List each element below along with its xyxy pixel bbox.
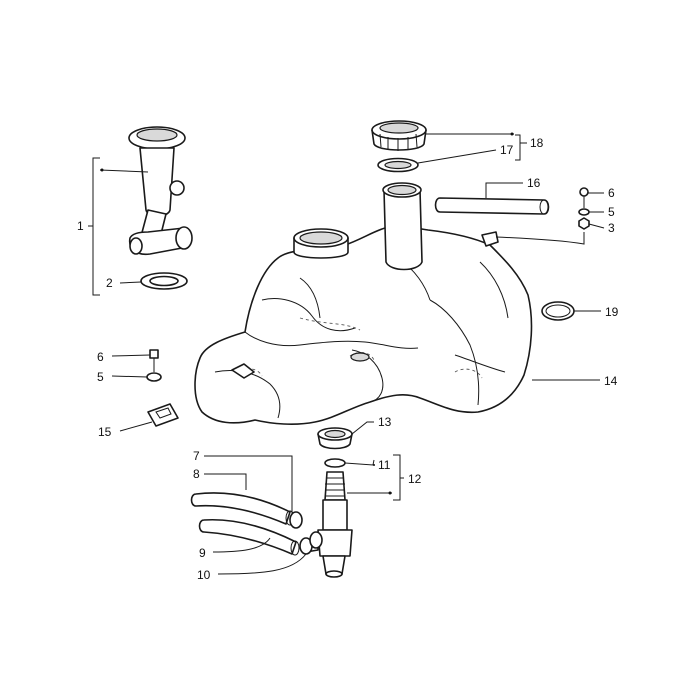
callout-8: 8 (193, 467, 200, 481)
fuel-gauge-sender (128, 126, 193, 256)
hose-clamp-large (541, 301, 575, 321)
callout-1: 1 (77, 219, 84, 233)
callout-9: 9 (199, 546, 206, 560)
callout-3: 3 (608, 221, 615, 235)
callout-12: 12 (408, 472, 422, 486)
fuel-tank (194, 182, 533, 425)
callout-5-left: 5 (97, 370, 104, 384)
fuel-hose-lower (198, 518, 300, 556)
callout-10: 10 (197, 568, 211, 582)
gauge-gasket (140, 272, 188, 290)
callout-7: 7 (193, 449, 200, 463)
callout-16: 16 (527, 176, 541, 190)
cap-seal (377, 157, 419, 173)
hose-clip-upper (289, 511, 303, 529)
callout-18: 18 (530, 136, 544, 150)
callout-5-right: 5 (608, 205, 615, 219)
tank-cap (371, 120, 427, 151)
callout-6-right: 6 (608, 186, 615, 200)
callout-labels: 1 2 18 17 16 6 5 3 19 14 6 5 15 13 11 12… (77, 136, 619, 582)
leader-lines (88, 132, 605, 575)
o-ring (324, 458, 346, 468)
callout-2: 2 (106, 276, 113, 290)
callout-13: 13 (378, 415, 392, 429)
bracket-fasteners (578, 187, 590, 230)
callout-17: 17 (500, 143, 514, 157)
callout-14: 14 (604, 374, 618, 388)
callout-19: 19 (605, 305, 619, 319)
tap-seal (317, 427, 353, 450)
callout-6-left: 6 (97, 350, 104, 364)
callout-15: 15 (98, 425, 112, 439)
hose-clip-lower (299, 531, 323, 555)
retainer-clip (147, 403, 179, 427)
callout-11: 11 (378, 458, 391, 472)
fuel-tap (305, 471, 353, 578)
breather-pipe (434, 197, 550, 215)
